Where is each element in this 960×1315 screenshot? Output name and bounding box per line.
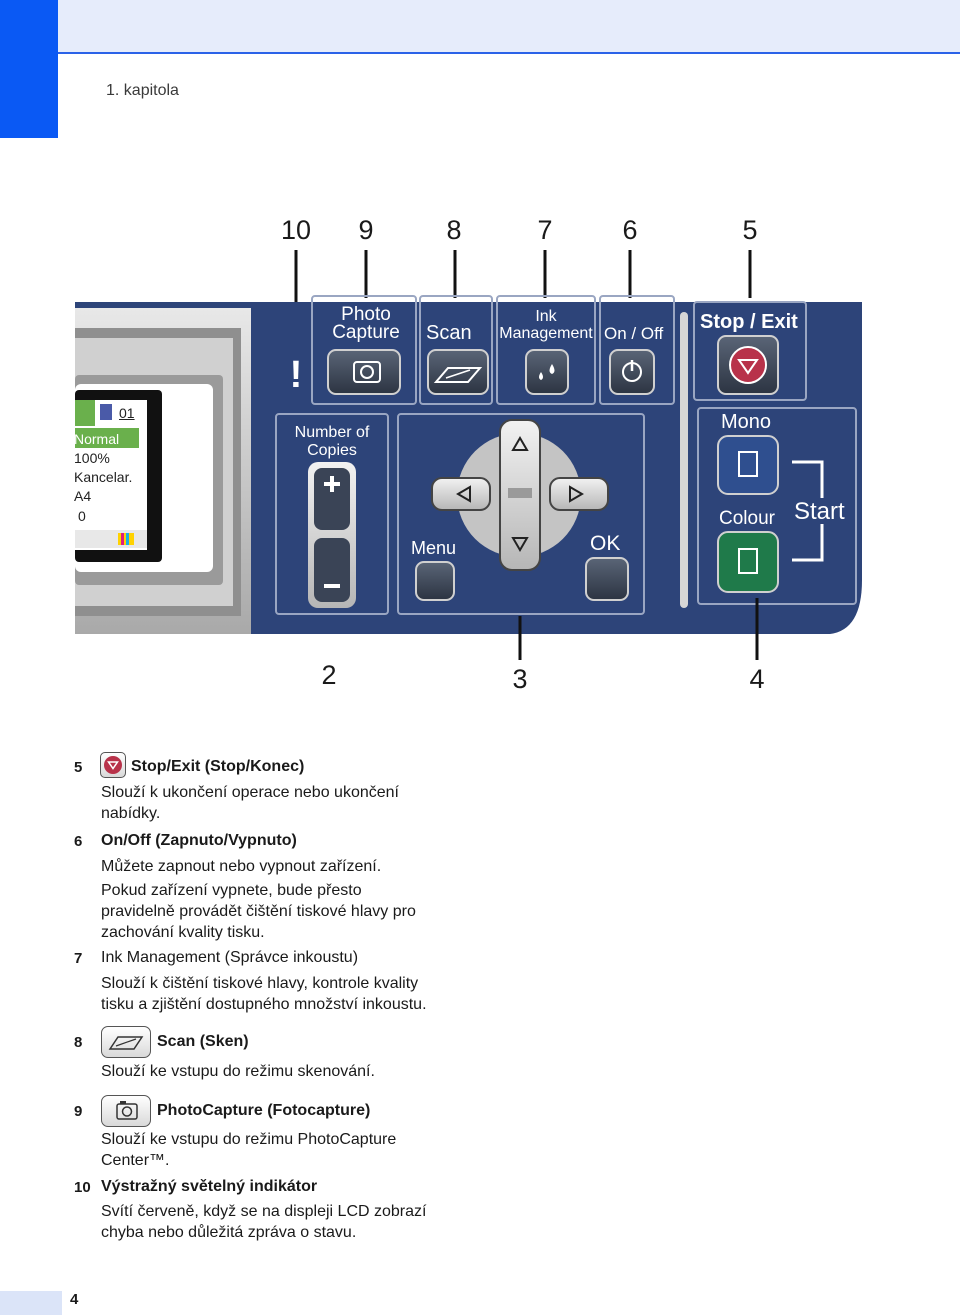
- callout-9: 9: [358, 215, 374, 245]
- photo-capture-label: Photo Capture: [318, 304, 414, 343]
- description-line: Slouží k ukončení operace nebo ukončení: [101, 784, 399, 801]
- item-title: Výstražný světelný indikátor: [101, 1178, 318, 1195]
- stop-exit-label: Stop / Exit: [700, 311, 798, 333]
- callout-3: 3: [512, 664, 528, 694]
- camera-icon: [101, 1095, 151, 1127]
- ink-label-line1: Ink: [535, 308, 557, 325]
- item-title: Scan (Sken): [157, 1033, 249, 1050]
- item-number: 8: [74, 1034, 83, 1051]
- photo-capture-label-line2: Capture: [332, 322, 400, 343]
- chapter-title: 1. kapitola: [106, 82, 179, 99]
- onoff-label: On / Off: [604, 324, 664, 343]
- ink-label-line2: Management: [499, 325, 593, 342]
- item-title: On/Off (Zapnuto/Vypnuto): [101, 832, 297, 849]
- item-title: PhotoCapture (Fotocapture): [157, 1102, 371, 1119]
- description-line: Center™.: [101, 1152, 170, 1169]
- number-of-copies-label: Number of Copies: [282, 424, 382, 460]
- lcd-quality: Normal: [74, 431, 120, 447]
- item-description: Slouží ke vstupu do režimu skenování.: [101, 1061, 375, 1082]
- ink-management-label: Ink Management: [498, 308, 594, 342]
- item-number: 6: [74, 833, 83, 850]
- page-number: 4: [70, 1291, 79, 1308]
- lcd-extra: 0: [78, 508, 86, 524]
- description-line: Slouží k čištění tiskové hlavy, kontrole…: [101, 975, 419, 992]
- footer-band: [0, 1291, 62, 1315]
- description-line: nabídky.: [101, 805, 161, 822]
- description-line: zachování kvality tisku.: [101, 924, 265, 941]
- description-line: Slouží ke vstupu do režimu PhotoCapture: [101, 1131, 397, 1148]
- header-band: [0, 0, 960, 54]
- item-description: Svítí červeně, když se na displeji LCD z…: [101, 1201, 426, 1243]
- photo-capture-label-line1: Photo: [341, 304, 391, 325]
- item-title: Stop/Exit (Stop/Konec): [131, 758, 305, 775]
- lcd-paper-type: Kancelar.: [74, 469, 133, 485]
- control-panel-illustration: [75, 250, 862, 660]
- mono-label: Mono: [721, 411, 772, 433]
- lcd-counter: 01: [119, 405, 135, 421]
- scan-icon: [101, 1026, 151, 1058]
- warning-light-icon: !: [289, 354, 303, 396]
- callout-5: 5: [742, 215, 758, 245]
- callout-6: 6: [622, 215, 638, 245]
- description-line: Můžete zapnout nebo vypnout zařízení.: [101, 858, 382, 875]
- item-number: 9: [74, 1103, 83, 1120]
- callout-4: 4: [749, 664, 765, 694]
- chapter-tab: [0, 0, 58, 138]
- item-description: Slouží ke vstupu do režimu PhotoCapture …: [101, 1129, 396, 1171]
- colour-label: Colour: [719, 508, 775, 529]
- description-line: pravidelně provádět čištění tiskové hlav…: [101, 903, 416, 920]
- item-number: 5: [74, 759, 83, 776]
- item-description: Můžete zapnout nebo vypnout zařízení.: [101, 856, 381, 877]
- item-description: Pokud zařízení vypnete, bude přesto prav…: [101, 880, 416, 943]
- item-number: 10: [74, 1179, 91, 1196]
- scan-label: Scan: [426, 322, 472, 344]
- item-title: Ink Management (Správce inkoustu): [101, 949, 359, 966]
- description-line: chyba nebo důležitá zpráva o stavu.: [101, 1224, 357, 1241]
- description-line: Slouží ke vstupu do režimu skenování.: [101, 1063, 375, 1080]
- copies-label-line1: Number of: [294, 424, 370, 441]
- callout-2: 2: [321, 660, 337, 690]
- start-label: Start: [794, 498, 845, 525]
- description-line: tisku a zjištění dostupného množství ink…: [101, 996, 427, 1013]
- callout-8: 8: [446, 215, 462, 245]
- stop-icon: [100, 752, 126, 778]
- lcd-paper-size: A4: [74, 488, 92, 504]
- menu-label: Menu: [411, 538, 457, 558]
- lcd-zoom: 100%: [74, 450, 110, 466]
- item-number: 7: [74, 950, 83, 967]
- description-line: Svítí červeně, když se na displeji LCD z…: [101, 1203, 427, 1220]
- callout-10: 10: [280, 215, 312, 245]
- description-line: Pokud zařízení vypnete, bude přesto: [101, 882, 362, 899]
- item-description: Slouží k čištění tiskové hlavy, kontrole…: [101, 973, 427, 1015]
- item-description: Slouží k ukončení operace nebo ukončení …: [101, 782, 399, 824]
- callout-7: 7: [537, 215, 553, 245]
- callout-pointers-bottom: [518, 598, 759, 660]
- copies-label-line2: Copies: [307, 442, 357, 459]
- ok-label: OK: [590, 532, 621, 555]
